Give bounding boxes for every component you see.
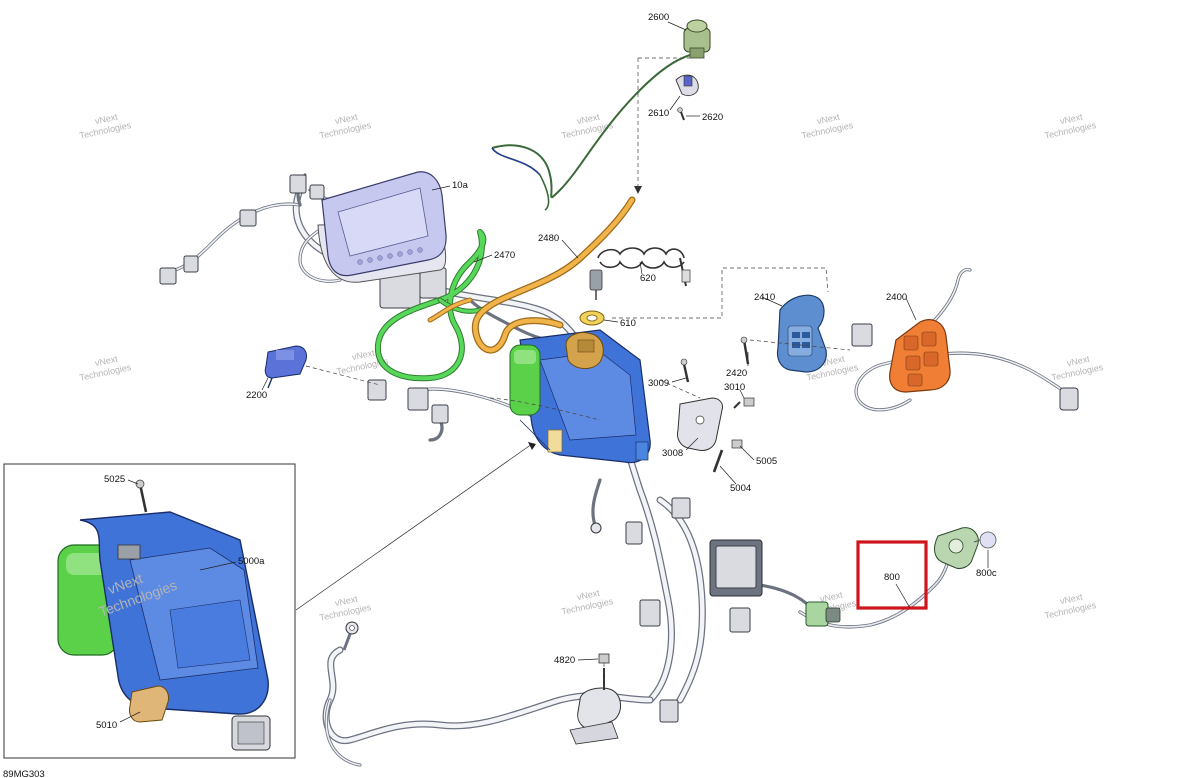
watermark: vNext Technologies bbox=[1044, 592, 1098, 621]
callout-2480: 2480 bbox=[538, 233, 559, 244]
callout-610: 610 bbox=[620, 318, 636, 329]
watermark: vNext Technologies bbox=[561, 112, 615, 141]
part-10a-instrument-cluster[interactable] bbox=[317, 171, 447, 283]
svg-text:vNext: vNext bbox=[334, 112, 359, 127]
svg-text:vNext: vNext bbox=[576, 112, 601, 127]
watermark: vNext Technologies bbox=[79, 354, 133, 383]
watermark: vNext Technologies bbox=[1051, 354, 1105, 383]
watermark: vNext Technologies bbox=[319, 594, 373, 623]
callout-3008: 3008 bbox=[662, 448, 683, 459]
callout-2420: 2420 bbox=[726, 368, 747, 379]
dashed-guide bbox=[612, 267, 829, 319]
harness-connectors bbox=[159, 174, 1079, 723]
svg-text:vNext: vNext bbox=[816, 112, 841, 127]
svg-text:vNext: vNext bbox=[1066, 354, 1091, 369]
arrow-head bbox=[528, 442, 536, 450]
arrow-head bbox=[634, 186, 642, 194]
dashed-guide bbox=[305, 365, 381, 386]
part-2610-clip[interactable] bbox=[675, 74, 699, 96]
svg-text:vNext: vNext bbox=[821, 354, 846, 369]
part-2600-sensor[interactable] bbox=[491, 19, 711, 211]
callout-labels: 2600 2610 2620 10a 2470 2480 620 610 241… bbox=[3, 12, 997, 778]
callout-2600: 2600 bbox=[648, 12, 669, 23]
part-2420-screw[interactable] bbox=[740, 336, 750, 365]
diagram-id-label: 89MG303 bbox=[3, 769, 45, 778]
leader-lines bbox=[119, 21, 989, 723]
part-5005-nut[interactable] bbox=[731, 439, 743, 449]
callout-3009: 3009 bbox=[648, 378, 669, 389]
callout-800: 800 bbox=[884, 572, 900, 583]
dashed-guide bbox=[749, 339, 851, 351]
svg-text:vNext: vNext bbox=[819, 590, 844, 605]
svg-text:vNext: vNext bbox=[94, 354, 119, 369]
part-3009-screw[interactable] bbox=[680, 358, 690, 383]
part-2200-sensor[interactable] bbox=[264, 345, 307, 389]
svg-text:vNext: vNext bbox=[576, 588, 601, 603]
part-800-sensor[interactable] bbox=[798, 527, 979, 629]
callout-5010: 5010 bbox=[96, 720, 117, 731]
watermark: vNext Technologies bbox=[79, 112, 133, 141]
part-2400-switch-pack[interactable] bbox=[889, 319, 951, 393]
watermark: vNext Technologies bbox=[561, 588, 615, 617]
ring-terminals bbox=[342, 522, 602, 651]
part-2410-switch-cover[interactable] bbox=[776, 294, 827, 373]
callout-5000a: 5000a bbox=[238, 556, 265, 567]
watermark: vNext Technologies bbox=[801, 112, 855, 141]
part-800c-cap[interactable] bbox=[973, 531, 997, 549]
callout-5005: 5005 bbox=[756, 456, 777, 467]
svg-text:vNext: vNext bbox=[351, 348, 376, 363]
svg-text:vNext: vNext bbox=[334, 594, 359, 609]
svg-text:vNext: vNext bbox=[94, 112, 119, 127]
highlight-box-800 bbox=[856, 540, 928, 610]
callout-5004: 5004 bbox=[730, 483, 751, 494]
part-5004-stud[interactable] bbox=[712, 449, 724, 473]
callout-3010: 3010 bbox=[724, 382, 745, 393]
watermark: vNext Technologies bbox=[1044, 112, 1098, 141]
speed-sensor bbox=[569, 668, 621, 745]
dashed-guide bbox=[489, 397, 601, 421]
callout-620: 620 bbox=[640, 273, 656, 284]
callout-10a: 10a bbox=[452, 180, 469, 191]
inset-leader-line bbox=[295, 443, 533, 611]
part-4820-nut[interactable] bbox=[598, 653, 610, 664]
part-ecm-module[interactable] bbox=[509, 329, 651, 464]
part-2620-screw[interactable] bbox=[677, 107, 685, 121]
part-610-washer[interactable] bbox=[579, 310, 605, 326]
callout-2400: 2400 bbox=[886, 292, 907, 303]
callout-2470: 2470 bbox=[494, 250, 515, 261]
callout-4820: 4820 bbox=[554, 655, 575, 666]
watermark: vNext Technologies bbox=[319, 112, 373, 141]
part-5025-screw-detail[interactable] bbox=[135, 479, 148, 513]
part-2480-orange-hose[interactable] bbox=[427, 196, 636, 354]
dashed-guide bbox=[659, 379, 701, 399]
part-3010-bolt[interactable] bbox=[733, 397, 755, 409]
part-620-coil-cable[interactable] bbox=[589, 247, 691, 300]
callout-5025: 5025 bbox=[104, 474, 125, 485]
callout-2200: 2200 bbox=[246, 390, 267, 401]
callout-2610: 2610 bbox=[648, 108, 669, 119]
part-3008-bracket[interactable] bbox=[677, 397, 723, 451]
callout-2410: 2410 bbox=[754, 292, 775, 303]
svg-text:vNext: vNext bbox=[1059, 592, 1084, 607]
svg-text:vNext: vNext bbox=[1059, 112, 1084, 127]
part-5010-bracket-detail[interactable] bbox=[129, 685, 169, 723]
callout-800c: 800c bbox=[976, 568, 997, 579]
callout-2620: 2620 bbox=[702, 112, 723, 123]
